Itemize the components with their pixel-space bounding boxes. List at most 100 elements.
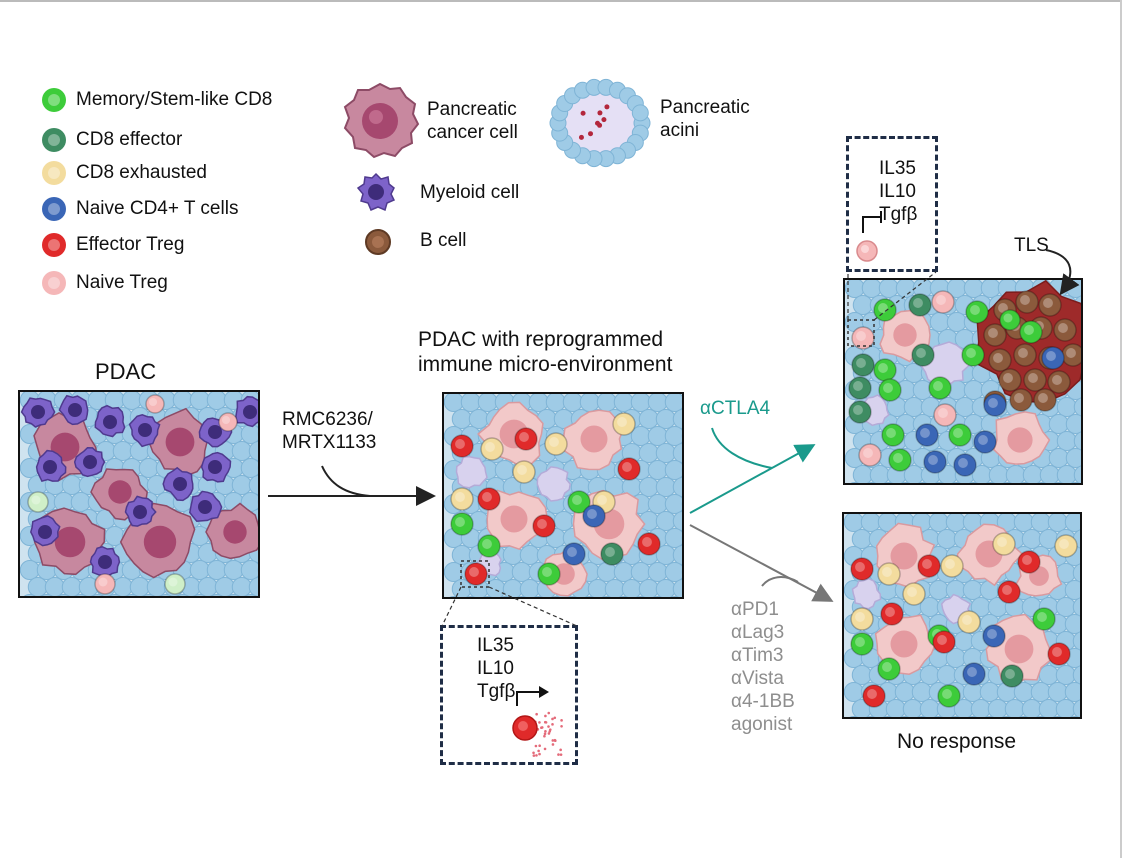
t-cell-highlight [1024, 325, 1034, 335]
cytokine-dot [537, 749, 540, 753]
t-cell [512, 460, 536, 484]
cancer-nucleus [223, 520, 247, 544]
title-line: immune micro-environment [418, 353, 673, 376]
acinar-cell [568, 596, 578, 597]
t-cell-highlight [482, 539, 492, 549]
t-cell-highlight [1046, 351, 1056, 361]
t-cell [1017, 550, 1041, 574]
t-cell-highlight [1038, 393, 1048, 403]
t-cell [877, 562, 901, 586]
acinar-cell [664, 528, 682, 548]
t-cell [932, 630, 956, 654]
cytokine-dot [551, 743, 555, 746]
t-cell-highlight [922, 559, 932, 569]
t-cell [982, 624, 1006, 648]
cytokine-il10: IL10 [477, 658, 514, 679]
pancreatic-cancer-cell-icon [343, 82, 420, 159]
t-cell [1009, 388, 1033, 412]
t-cell [911, 343, 935, 367]
legend-label: Naive Treg [76, 272, 168, 293]
acinar-cell [849, 716, 859, 717]
t-cell-highlight [1066, 348, 1076, 358]
label-line: cancer cell [427, 122, 518, 143]
acinar-cell [952, 482, 962, 483]
legend-item-memory-cd8: Memory/Stem-like CD8 [42, 88, 272, 112]
legend-label: Effector Treg [76, 234, 185, 255]
acinar-cell [248, 475, 258, 495]
treatment-agonist: agonist [731, 714, 793, 735]
myeloid-nucleus [133, 505, 147, 519]
t-cell [617, 457, 641, 481]
t-cell [940, 554, 964, 578]
t-cell-highlight [882, 662, 892, 672]
t-cell-highlight [966, 348, 976, 358]
acinar-cell [74, 594, 87, 596]
cytokine-dot [551, 723, 554, 726]
t-cell-highlight [945, 559, 955, 569]
t-cell-highlight [867, 689, 877, 699]
arrow-tls [1045, 249, 1080, 296]
legend-item-cd8-effector: CD8 effector [42, 128, 182, 152]
t-cell [851, 353, 875, 377]
tls-label: TLS [1014, 235, 1049, 256]
reprogrammed-tissue [444, 394, 682, 597]
acinar-cell [240, 458, 258, 478]
t-cell [464, 562, 488, 586]
t-cell-highlight [856, 331, 866, 341]
cytokine-dot [553, 716, 557, 720]
cytokine-dot [532, 751, 535, 755]
t-cell-highlight [958, 458, 968, 468]
zoom-box-top [847, 319, 875, 347]
arrow-checkpoint [689, 524, 834, 602]
acinar-cell [664, 460, 682, 480]
acinar-cell [466, 596, 476, 597]
pdac-tissue [20, 392, 258, 596]
arrow-branch-checkpoint [761, 576, 799, 587]
t-cell [850, 607, 874, 631]
acini-speck [597, 110, 603, 116]
acinar-cell [1073, 397, 1081, 417]
treatment-vista: αVista [731, 668, 784, 689]
t-cell-highlight [853, 405, 863, 415]
t-cell-highlight [853, 381, 863, 391]
t-cell-highlight [893, 453, 903, 463]
t-cell [953, 453, 977, 477]
arrow-ctla4 [689, 444, 816, 514]
cytokine-il35: IL35 [477, 635, 514, 656]
t-cell [637, 532, 661, 556]
zoom-box-bottom [460, 560, 490, 588]
cytokine-dot [544, 714, 547, 718]
non-responder-tissue [844, 514, 1080, 717]
acinar-cell [672, 511, 682, 531]
label-line: Pancreatic [660, 97, 750, 118]
t-cell-highlight [1059, 539, 1069, 549]
top-border [0, 0, 1122, 2]
acinar-cell [664, 394, 682, 412]
acinar-cell [1003, 482, 1013, 483]
acinar-cell [672, 545, 682, 565]
t-cell [1038, 293, 1062, 317]
acinar-cell [551, 596, 561, 597]
t-cell-highlight [997, 537, 1007, 547]
t-cell-highlight [31, 495, 41, 505]
legend-item-naive-treg: Naive Treg [42, 271, 168, 295]
t-cell [1032, 607, 1056, 631]
t-cell-highlight [988, 328, 998, 338]
cancer-nucleus [143, 525, 177, 559]
cd8-exhausted-icon [42, 161, 66, 185]
t-cell-highlight [938, 408, 948, 418]
t-cell-highlight [622, 462, 632, 472]
non-responder-panel [842, 512, 1082, 719]
t-cell [848, 400, 872, 424]
acinar-cell [1072, 699, 1080, 717]
acinar-cell [1064, 580, 1080, 600]
myeloid-nucleus [38, 525, 52, 539]
acinar-cell [1064, 682, 1080, 702]
t-cell-highlight [572, 495, 582, 505]
acinar-cell [636, 596, 646, 597]
cancer-nucleus [500, 505, 528, 533]
acinar-cell [900, 716, 910, 717]
legend-label: CD8 effector [76, 129, 183, 150]
acinar-cell [672, 579, 682, 597]
cancer-nucleus [108, 480, 132, 504]
